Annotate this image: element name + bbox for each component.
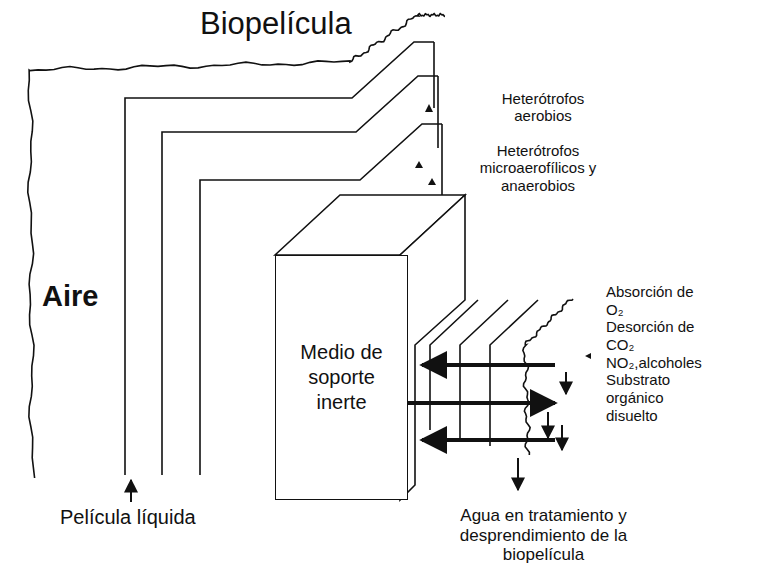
layer-section <box>490 300 538 446</box>
flux-label: Absorción de O₂ <box>606 283 714 318</box>
title: Biopelícula <box>200 6 352 42</box>
flux-arrows <box>405 365 555 440</box>
layer-section <box>460 300 508 438</box>
biofilm-layer-edge <box>433 42 435 108</box>
film-label: Película líquida <box>60 506 196 529</box>
layer-label: Heterótrofos aerobios <box>488 90 598 125</box>
flux-label: NO₂,alcoholes <box>606 354 714 372</box>
box-label: Medio de soporte inerte <box>276 334 407 421</box>
flux-label: Substrato orgánico disuelto <box>606 371 714 424</box>
flux-label: Desorción de CO₂ <box>606 318 714 353</box>
biofilm-layer-edge <box>441 124 443 202</box>
outflow-label: Agua en tratamiento y desprendimiento de… <box>436 506 651 565</box>
biofilm-layer-edge <box>437 76 439 148</box>
liquid-film-section <box>523 299 573 455</box>
support-box-faces <box>275 195 465 500</box>
region-label: Aire <box>42 280 98 313</box>
layer-label: Heterótrofos microaerofílicos y anaerobi… <box>458 142 618 194</box>
support-box: Medio de soporte inerte <box>275 255 408 500</box>
